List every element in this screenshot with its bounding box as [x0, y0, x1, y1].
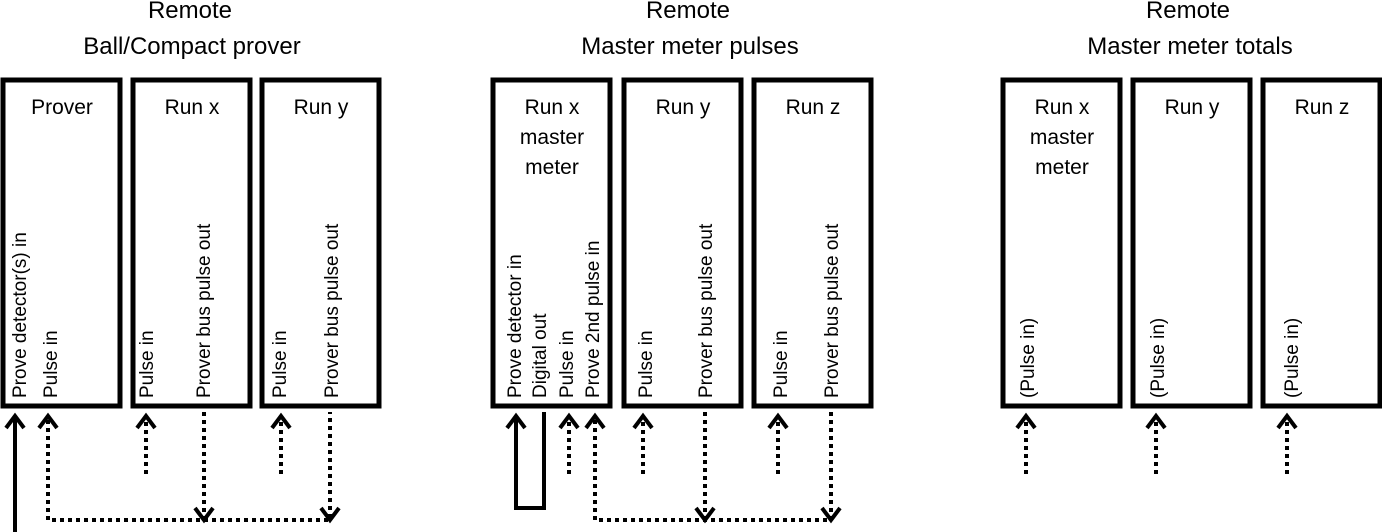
panel-run-x-master-title-1: Run x: [525, 96, 580, 119]
run-y-mp-pulse-in-label: Pulse in: [636, 330, 657, 398]
run-z-mp-bus-arrow-down: [820, 506, 842, 524]
run-z-mt-pulse-in-arrow-up: [1276, 412, 1298, 430]
panel-run-x-master-title-3: meter: [525, 156, 579, 179]
panel-run-y: Run y Pulse in Prover bus pulse out: [259, 77, 382, 409]
panel-run-x-box: [130, 77, 253, 409]
group-1-title-line2: Ball/Compact prover: [83, 33, 300, 60]
panel-run-y-box: [259, 77, 382, 409]
prover-pulse-in-label: Pulse in: [41, 330, 62, 398]
run-y-prover-bus-pulse-out-label: Prover bus pulse out: [322, 223, 343, 398]
panel-run-z-mp-title: Run z: [786, 96, 841, 119]
panel-run-z-mt-box: [1260, 77, 1382, 409]
panel-run-y-title: Run y: [294, 96, 349, 119]
panel-run-y-mt-title: Run y: [1165, 96, 1220, 119]
panel-prover-title: Prover: [31, 96, 93, 119]
run-y-mp-pulse-in-arrow-up: [632, 412, 654, 430]
run-z-mp-pulse-in-label: Pulse in: [771, 330, 792, 398]
master-prover-bus-dotted-line: [593, 412, 833, 522]
panel-run-x-mt-title-2: master: [1030, 126, 1094, 149]
panel-run-x-title: Run x: [165, 96, 220, 119]
panel-run-y-mt-box: [1130, 77, 1253, 409]
run-x-bus-arrow-down: [193, 506, 215, 524]
run-x-pulse-in-label: Pulse in: [137, 330, 158, 398]
run-y-mp-bus-arrow-down: [694, 506, 716, 524]
prove-2nd-pulse-in-label: Prove 2nd pulse in: [583, 241, 604, 398]
prove-detector-in-arrow-up: [505, 412, 527, 430]
panel-run-z-master-totals: Run z (Pulse in): [1260, 77, 1382, 409]
panel-prover: Prover Prove detector(s) in Pulse in: [0, 77, 123, 409]
panel-run-z-mt-title: Run z: [1295, 96, 1350, 119]
run-z-mp-prover-bus-pulse-out-label: Prover bus pulse out: [822, 223, 843, 398]
panel-run-x-mt-title-3: meter: [1035, 156, 1089, 179]
prove-detectors-in-label: Prove detector(s) in: [10, 232, 31, 398]
run-z-mt-pulse-in-label: (Pulse in): [1282, 318, 1303, 398]
group-3-title-line1: Remote: [1146, 0, 1230, 24]
panel-run-x-master-box: [490, 77, 613, 409]
group-3-title-line2: Master meter totals: [1087, 33, 1292, 60]
run-x-mt-pulse-in-arrow-up: [1015, 412, 1037, 430]
run-x-mt-pulse-in-label: (Pulse in): [1018, 318, 1039, 398]
run-y-mt-pulse-in-arrow-up: [1145, 412, 1167, 430]
group-1-title-line1: Remote: [148, 0, 232, 24]
group-2-title-line1: Remote: [646, 0, 730, 24]
panel-run-x-master-title-2: master: [520, 126, 584, 149]
panel-run-y-mp-title: Run y: [656, 96, 711, 119]
run-y-pulse-in-arrow-up: [270, 412, 292, 430]
panel-run-y-master-pulses: Run y Pulse in Prover bus pulse out: [621, 77, 744, 409]
run-z-mp-pulse-in-arrow-up: [767, 412, 789, 430]
master-pulse-in-label: Pulse in: [557, 330, 578, 398]
prove-detector-in-label: Prove detector in: [505, 254, 526, 398]
panel-run-x-master-meter-totals: Run x master meter (Pulse in): [1000, 77, 1123, 409]
run-x-pulse-in-arrow-up: [135, 412, 157, 430]
master-pulse-in-arrow-up: [558, 412, 580, 430]
run-y-bus-arrow-down: [319, 506, 341, 524]
panel-prover-box: [0, 77, 123, 409]
prover-bus-dotted-line: [46, 412, 332, 522]
prove-detector-arrow-up: [4, 412, 26, 430]
prover-pulse-in-arrow-up: [37, 412, 59, 430]
panel-run-y-mp-box: [621, 77, 744, 409]
prove-2nd-pulse-in-arrow-up: [584, 412, 606, 430]
panel-run-z-mp-box: [751, 77, 874, 409]
group-2-title-line2: Master meter pulses: [581, 33, 798, 60]
panel-run-x-master-meter-pulses: Run x master meter Prove detector in Dig…: [490, 77, 613, 409]
digital-out-label: Digital out: [530, 313, 551, 398]
panel-run-y-master-totals: Run y (Pulse in): [1130, 77, 1253, 409]
run-y-pulse-in-label: Pulse in: [270, 330, 291, 398]
run-y-mt-pulse-in-label: (Pulse in): [1148, 318, 1169, 398]
panel-run-z-master-pulses: Run z Pulse in Prover bus pulse out: [751, 77, 874, 409]
run-x-prover-bus-pulse-out-label: Prover bus pulse out: [194, 223, 215, 398]
panel-run-x-mt-title-1: Run x: [1035, 96, 1090, 119]
panel-run-x: Run x Pulse in Prover bus pulse out: [130, 77, 253, 409]
run-y-mp-prover-bus-pulse-out-label: Prover bus pulse out: [696, 223, 717, 398]
digital-out-loopback-line: [514, 412, 546, 510]
panel-run-x-mt-box: [1000, 77, 1123, 409]
